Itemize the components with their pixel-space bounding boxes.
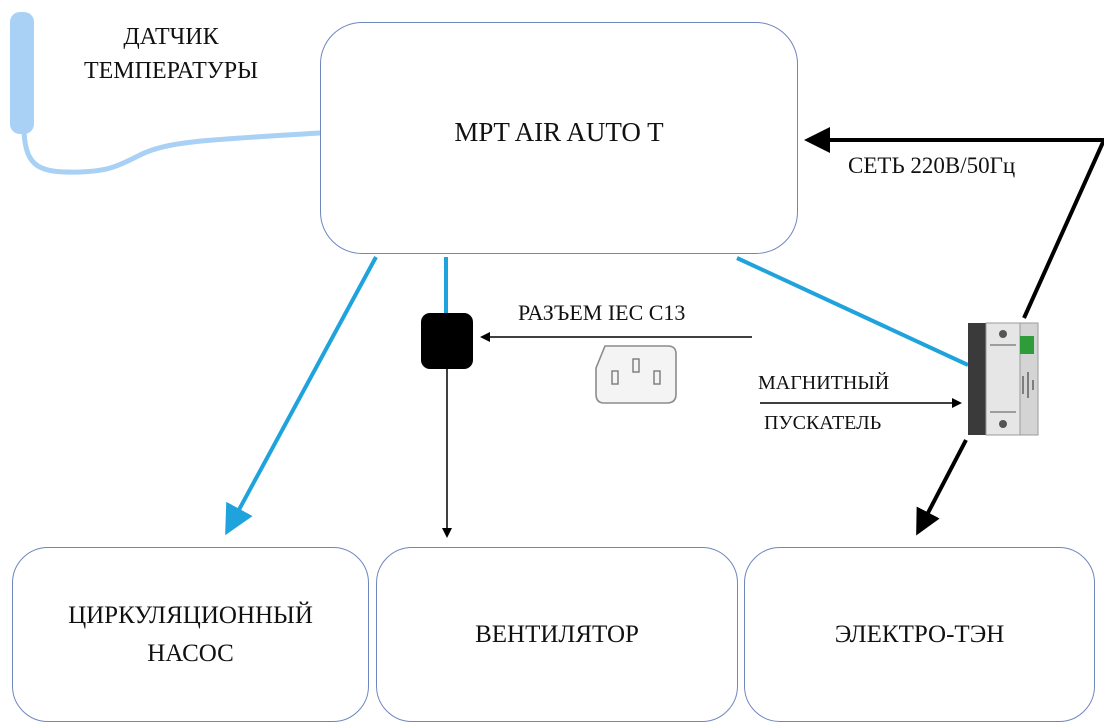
pump-box: ЦИРКУЛЯЦИОННЫЙ НАСОС — [12, 547, 369, 722]
control-line-pump — [225, 256, 378, 536]
mains-label: СЕТЬ 220В/50Гц — [848, 153, 1016, 178]
heater-label: ЭЛЕКТРО-ТЭН — [834, 620, 1005, 648]
fan-box: ВЕНТИЛЯТОР — [376, 547, 738, 722]
sensor-label: ДАТЧИК ТЕМПЕРАТУРЫ — [83, 24, 259, 84]
mains-power-line — [804, 127, 1104, 319]
iec-c13-socket-icon — [595, 345, 677, 404]
controller-label: MPT AIR AUTO T — [454, 116, 664, 147]
pump-label: ЦИРКУЛЯЦИОННЫЙ НАСОС — [68, 601, 313, 667]
magnetic-starter-icon — [968, 322, 1039, 436]
controller-box: MPT AIR AUTO T — [320, 22, 798, 254]
starter-label-line2: ПУСКАТЕЛЬ — [764, 412, 882, 434]
connector-label: РАЗЪЕМ IEC C13 — [518, 300, 686, 325]
power-line-heater — [916, 439, 968, 536]
heater-box: ЭЛЕКТРО-ТЭН — [744, 547, 1095, 722]
fan-label: ВЕНТИЛЯТОР — [475, 620, 639, 648]
temperature-sensor-icon — [10, 12, 323, 175]
control-line-starter — [736, 256, 969, 367]
starter-label-line1: МАГНИТНЫЙ — [758, 372, 890, 394]
connector-block-icon — [421, 313, 473, 369]
